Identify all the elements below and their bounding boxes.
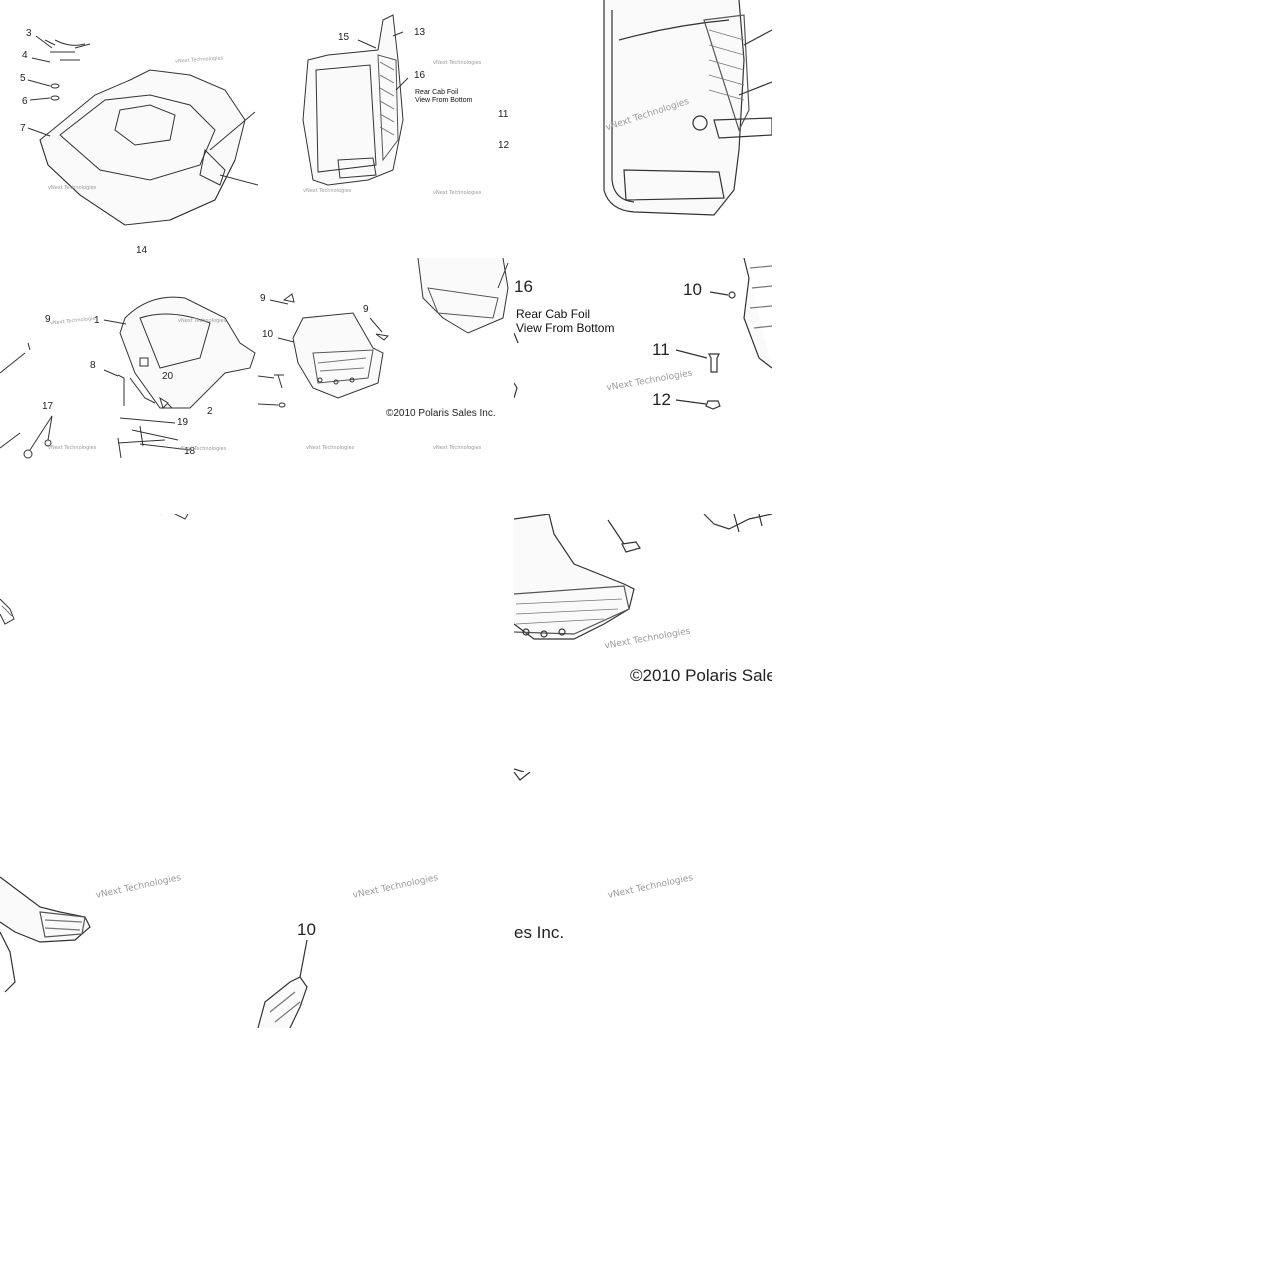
callout-16: 16 — [414, 70, 426, 81]
copyright-clipped: es Inc. — [514, 923, 565, 942]
callout-6: 6 — [22, 96, 28, 107]
callout-12: 12 — [498, 140, 510, 151]
note-view-from-bottom: View From Bottom — [516, 321, 615, 335]
callout-20: 20 — [162, 371, 174, 382]
callout-5: 5 — [20, 73, 26, 84]
watermark-text: vNext Technologies — [178, 446, 227, 452]
callout-15: 15 — [338, 32, 350, 43]
foil-zoom-drawing — [603, 0, 772, 216]
lower-fragment-drawing — [0, 514, 189, 625]
callout-14: 14 — [136, 245, 148, 256]
watermark-text: vNext Technologies — [433, 190, 482, 196]
callout-7: 7 — [20, 123, 26, 134]
callout-1: 1 — [94, 315, 100, 326]
note-view-from-bottom: View From Bottom — [415, 97, 473, 104]
callout-4: 4 — [22, 50, 28, 61]
callout-19: 19 — [177, 417, 189, 428]
footwell-drawing — [258, 258, 509, 408]
tile-footwell: 9 9 10 ©2010 Polaris Sales Inc. vNext Te… — [258, 258, 514, 514]
callout-3: 3 — [26, 28, 32, 39]
bottom-fragments-drawing — [0, 772, 531, 1029]
tile-footwell-zoom: vNext Technologies ©2010 Polaris Sale — [514, 514, 772, 772]
watermark-text: vNext Technologies — [433, 60, 482, 66]
callout-11: 11 — [498, 109, 509, 120]
callout-16: 16 — [514, 277, 533, 296]
footwell-zoom-drawing — [514, 514, 772, 772]
watermark-text: vNext Technologies — [48, 185, 97, 191]
tile-front-cab-overview: 1 9 8 20 2 17 19 18 vNext Technologies v… — [0, 258, 258, 514]
callout-18: 18 — [184, 446, 196, 457]
note-rear-cab-foil: Rear Cab Foil — [516, 307, 591, 321]
callout-9: 9 — [45, 314, 51, 325]
watermark-text: vNext Technologies — [306, 445, 355, 451]
tile-rear-cab-foil: 15 13 16 Rear Cab Foil View From Bottom … — [258, 0, 514, 258]
callout-2: 2 — [207, 406, 213, 417]
callout-12: 12 — [652, 390, 671, 409]
callout-10: 10 — [240, 514, 251, 517]
callout-10: 10 — [683, 280, 702, 299]
front-cab-drawing — [0, 296, 256, 459]
fastener-zoom-drawing — [514, 258, 772, 410]
tile-rear-cab-overview: 3 4 5 6 7 14 vNext Technologies vNext Te… — [0, 0, 258, 258]
watermark-text: vNext Technologies — [48, 445, 97, 451]
callout-11: 11 — [652, 340, 670, 359]
watermark-text: vNext Technologies — [303, 188, 352, 194]
rear-cab-foil-drawing — [302, 14, 409, 186]
callout-9: 9 — [260, 293, 266, 304]
copyright-clipped: ©2010 Polaris Sale — [630, 666, 772, 685]
callout-10: 10 — [262, 329, 274, 340]
callout-13: 13 — [414, 27, 426, 38]
rear-cab-drawing — [27, 35, 258, 226]
tile-lower-fragment: 10 — [0, 514, 258, 772]
tile-fastener-zoom: 16 Rear Cab Foil View From Bottom 10 11 … — [514, 258, 772, 514]
note-rear-cab-foil: Rear Cab Foil — [415, 89, 459, 96]
callout-9: 9 — [363, 304, 369, 315]
callout-17: 17 — [42, 401, 54, 412]
callout-8: 8 — [90, 360, 96, 371]
tile-foil-zoom: vNext Technologies — [514, 0, 772, 258]
callout-10: 10 — [297, 920, 316, 939]
watermark-text: vNext Technologies — [178, 318, 227, 324]
callout-copyright: ©2010 Polaris Sales Inc. — [386, 408, 496, 419]
watermark-text: vNext Technologies — [433, 445, 482, 451]
tile-bottom-fragments: vNext Technologies vNext Technologies vN… — [0, 772, 772, 1030]
